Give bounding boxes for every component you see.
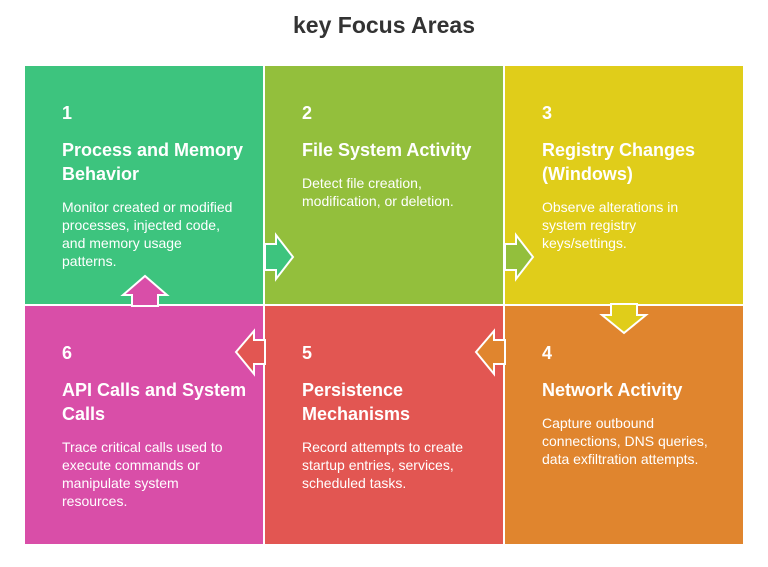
step-1-box: 1 Process and Memory Behavior Monitor cr… bbox=[25, 66, 263, 304]
step-description: Record attempts to create startup entrie… bbox=[302, 439, 464, 491]
step-6-box: 6 API Calls and System Calls Trace criti… bbox=[25, 306, 263, 544]
step-5-box: 5 Persistence Mechanisms Record attempts… bbox=[265, 306, 503, 544]
step-4-box: 4 Network Activity Capture outbound conn… bbox=[505, 306, 743, 544]
step-description: Observe alterations in system registry k… bbox=[542, 199, 679, 251]
step-number: 3 bbox=[542, 103, 553, 123]
step-description: Detect file creation, modification, or d… bbox=[302, 175, 454, 209]
step-heading: Process and Memory Behavior bbox=[62, 140, 244, 184]
step-description: Monitor created or modified processes, i… bbox=[62, 199, 233, 269]
step-number: 1 bbox=[62, 103, 73, 123]
step-number: 6 bbox=[62, 343, 73, 363]
step-description: Capture outbound connections, DNS querie… bbox=[542, 415, 708, 467]
step-number: 5 bbox=[302, 343, 313, 363]
step-heading: Persistence Mechanisms bbox=[302, 380, 411, 424]
diagram-title: key Focus Areas bbox=[293, 12, 475, 38]
step-3-box: 3 Registry Changes (Windows) Observe alt… bbox=[505, 66, 743, 304]
step-heading: Network Activity bbox=[542, 380, 683, 400]
step-number: 2 bbox=[302, 103, 313, 123]
step-heading: File System Activity bbox=[302, 140, 472, 160]
step-number: 4 bbox=[542, 343, 553, 363]
step-2-box: 2 File System Activity Detect file creat… bbox=[265, 66, 503, 304]
step-heading: API Calls and System Calls bbox=[62, 380, 247, 424]
step-description: Trace critical calls used to execute com… bbox=[62, 439, 223, 509]
step-heading: Registry Changes (Windows) bbox=[542, 140, 696, 184]
